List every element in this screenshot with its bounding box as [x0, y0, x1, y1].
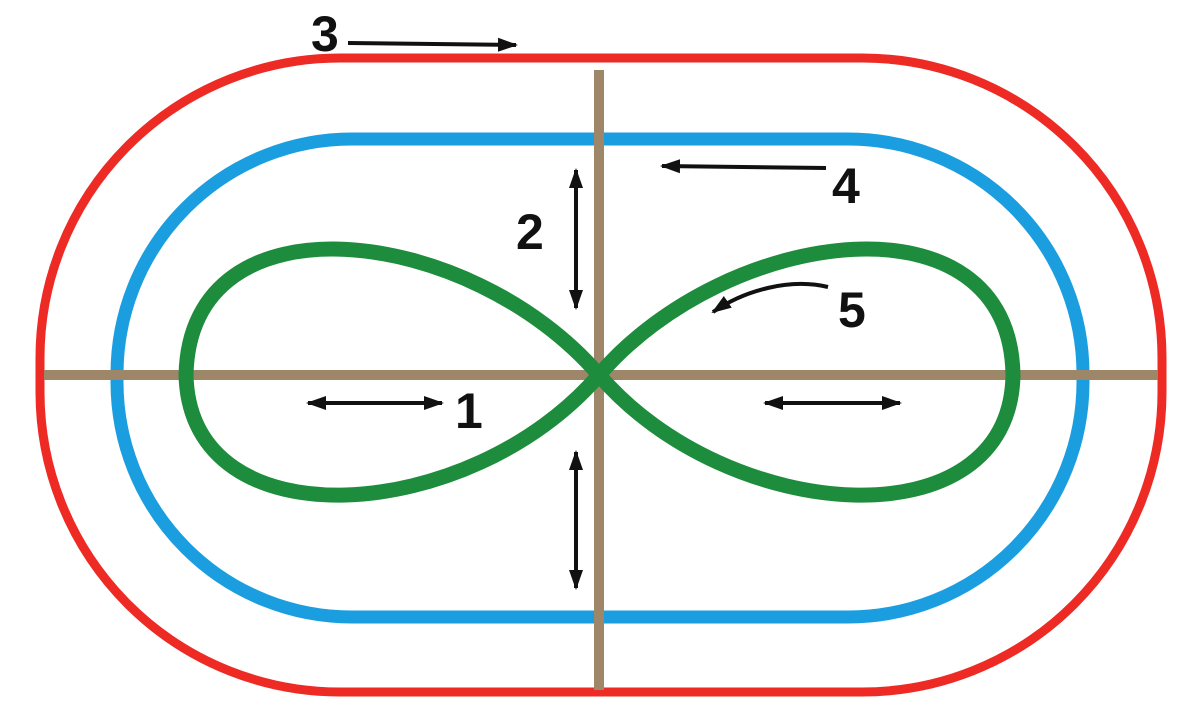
middle-loop-direction-arrow [660, 159, 827, 174]
outer-loop-direction-arrow [347, 37, 518, 52]
label-figure-eight: 5 [838, 282, 866, 338]
label-middle-loop: 4 [832, 158, 860, 214]
label-outer-loop: 3 [311, 6, 339, 62]
outer-track [35, 53, 1167, 697]
figure-eight-direction-arrow [711, 282, 829, 314]
label-vertical-motion: 2 [516, 204, 544, 260]
label-horizontal-motion: 1 [455, 383, 483, 439]
figure-eight-path [178, 241, 1021, 503]
